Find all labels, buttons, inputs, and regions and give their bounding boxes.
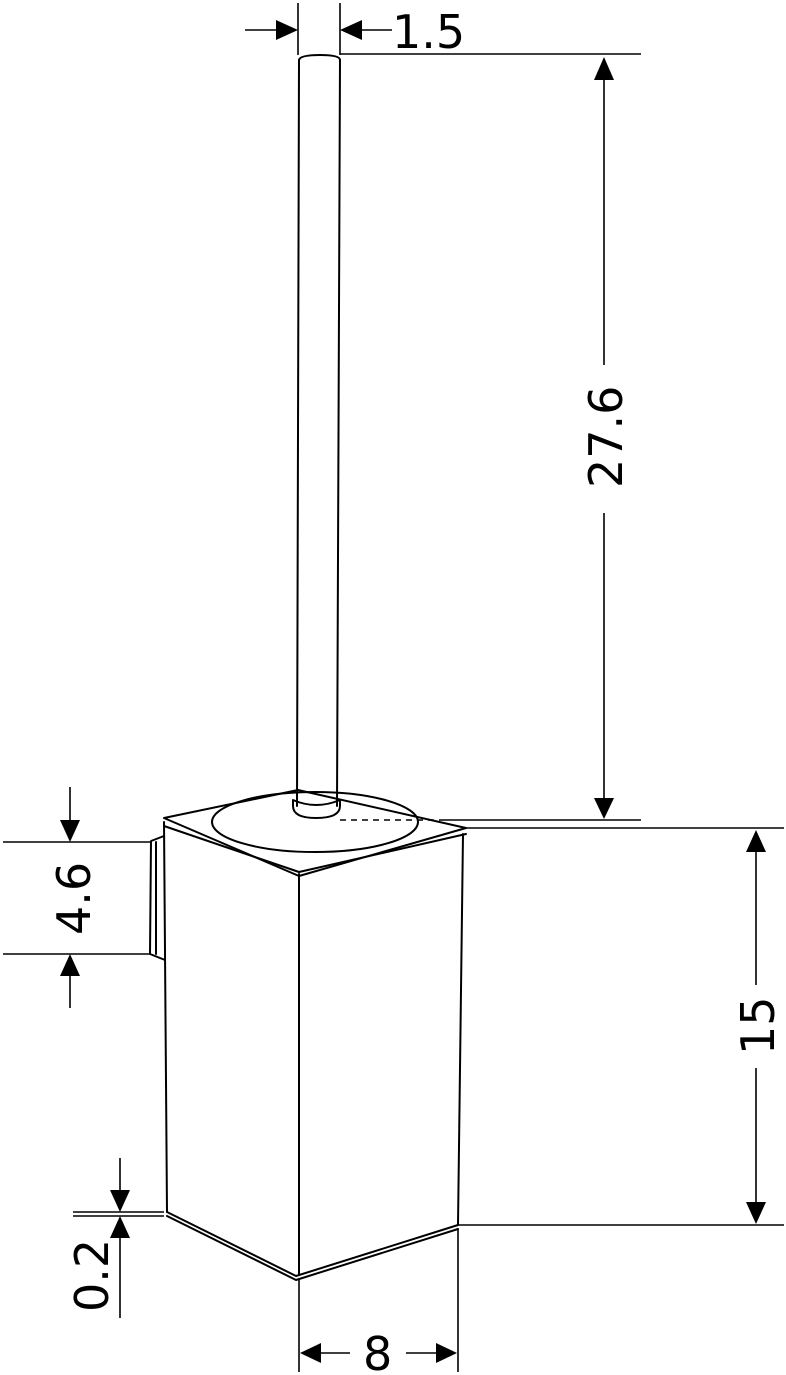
holder-box [163, 789, 467, 1281]
dimension-label-bracket-height: 4.6 [47, 862, 101, 935]
dimension-label-handle-diameter: 1.5 [392, 5, 465, 59]
arrow-down-icon [746, 1202, 766, 1224]
arrow-right-icon [436, 1343, 457, 1363]
arrow-down-icon [594, 798, 614, 819]
arrow-up-icon [594, 57, 614, 80]
arrow-up-icon [110, 1216, 130, 1238]
dimension-holder-height: 15 [458, 827, 785, 1226]
arrow-down-icon [110, 1190, 130, 1212]
dimension-handle-diameter: 1.5 [245, 3, 465, 59]
dimension-wall-gap: 0.2 [65, 1158, 164, 1318]
wall-bracket [149, 835, 166, 961]
arrow-up-icon [746, 830, 766, 852]
dimension-bracket-height: 4.6 [3, 787, 150, 1008]
dimension-label-wall-gap: 0.2 [65, 1239, 119, 1312]
arrow-left-icon [340, 20, 362, 40]
dimension-label-holder-width: 8 [363, 1327, 392, 1375]
brush-handle [292, 54, 341, 819]
arrow-down-icon [60, 820, 80, 842]
dimension-label-handle-length: 27.6 [579, 386, 633, 488]
arrow-left-icon [300, 1343, 321, 1363]
arrow-up-icon [60, 954, 80, 976]
dimension-label-holder-height: 15 [731, 996, 785, 1055]
dimension-holder-width: 8 [298, 1229, 459, 1375]
dimension-handle-length: 27.6 [340, 53, 641, 821]
arrow-right-icon [276, 20, 298, 40]
